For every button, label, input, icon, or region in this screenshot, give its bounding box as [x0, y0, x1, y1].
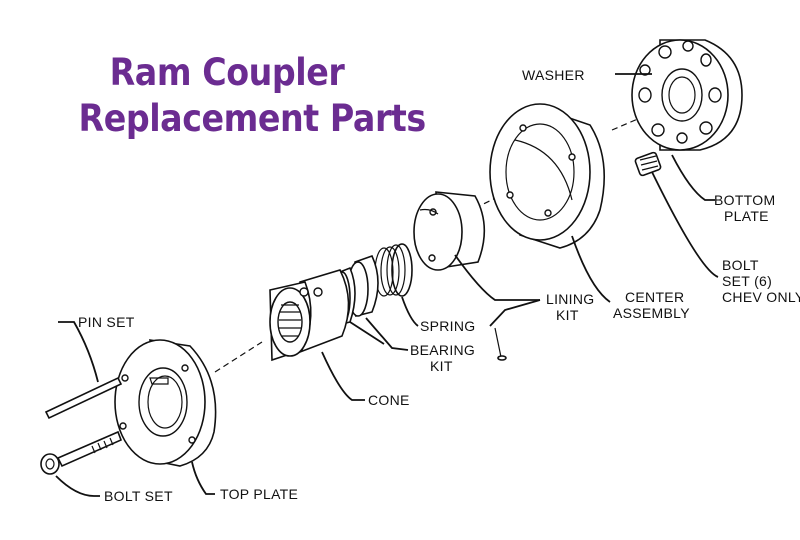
bolt-set-chev-leader	[651, 171, 719, 278]
label-washer: WASHER	[522, 67, 585, 83]
bottom-plate	[631, 39, 743, 151]
label-cone: CONE	[368, 392, 410, 408]
label-center-assembly-2: ASSEMBLY	[613, 305, 690, 321]
pin-set-leader	[58, 321, 99, 383]
label-pin-set: PIN SET	[78, 314, 135, 330]
label-bolt-set-chev-1: BOLT	[722, 257, 759, 273]
label-bottom-plate-2: PLATE	[724, 208, 769, 224]
chev-bolt	[634, 151, 662, 177]
label-bolt-set: BOLT SET	[104, 488, 173, 504]
label-lining-kit-2: KIT	[556, 307, 579, 323]
label-bearing-kit-1: BEARING	[410, 342, 475, 358]
pin	[44, 376, 123, 420]
label-bottom-plate-1: BOTTOM	[714, 192, 775, 208]
top-plate	[114, 339, 217, 467]
bearing-kit-leader	[349, 317, 409, 351]
lining-rivet-leader	[489, 299, 541, 327]
label-center-assembly-1: CENTER	[625, 289, 684, 305]
bottom-plate-leader	[671, 154, 715, 201]
spring-leader	[401, 296, 419, 327]
label-top-plate: TOP PLATE	[220, 486, 298, 502]
top-plate-leader	[191, 461, 215, 495]
label-bolt-set-chev-2: SET (6)	[722, 273, 772, 289]
center-assembly-leader	[571, 235, 611, 303]
cone-leader	[321, 351, 365, 401]
spring	[374, 243, 413, 297]
title-line-2: Replacement Parts	[78, 97, 427, 140]
bolt-set-leader	[55, 475, 100, 497]
bolt	[40, 430, 123, 475]
lining-kit	[413, 191, 486, 271]
label-spring: SPRING	[420, 318, 475, 334]
center-assembly	[489, 103, 605, 249]
title-line-1: Ram Coupler	[109, 51, 345, 94]
label-lining-kit-1: LINING	[546, 291, 594, 307]
lining-kit-leader	[454, 254, 540, 301]
label-bolt-set-chev-3: CHEV ONLY	[722, 289, 800, 305]
label-bearing-kit-2: KIT	[430, 358, 453, 374]
diagram-title: Ram Coupler Replacement Parts	[78, 50, 427, 142]
axis-line	[611, 117, 641, 131]
axis-line	[214, 341, 263, 373]
cone	[269, 269, 350, 362]
lining-rivet	[494, 327, 507, 361]
